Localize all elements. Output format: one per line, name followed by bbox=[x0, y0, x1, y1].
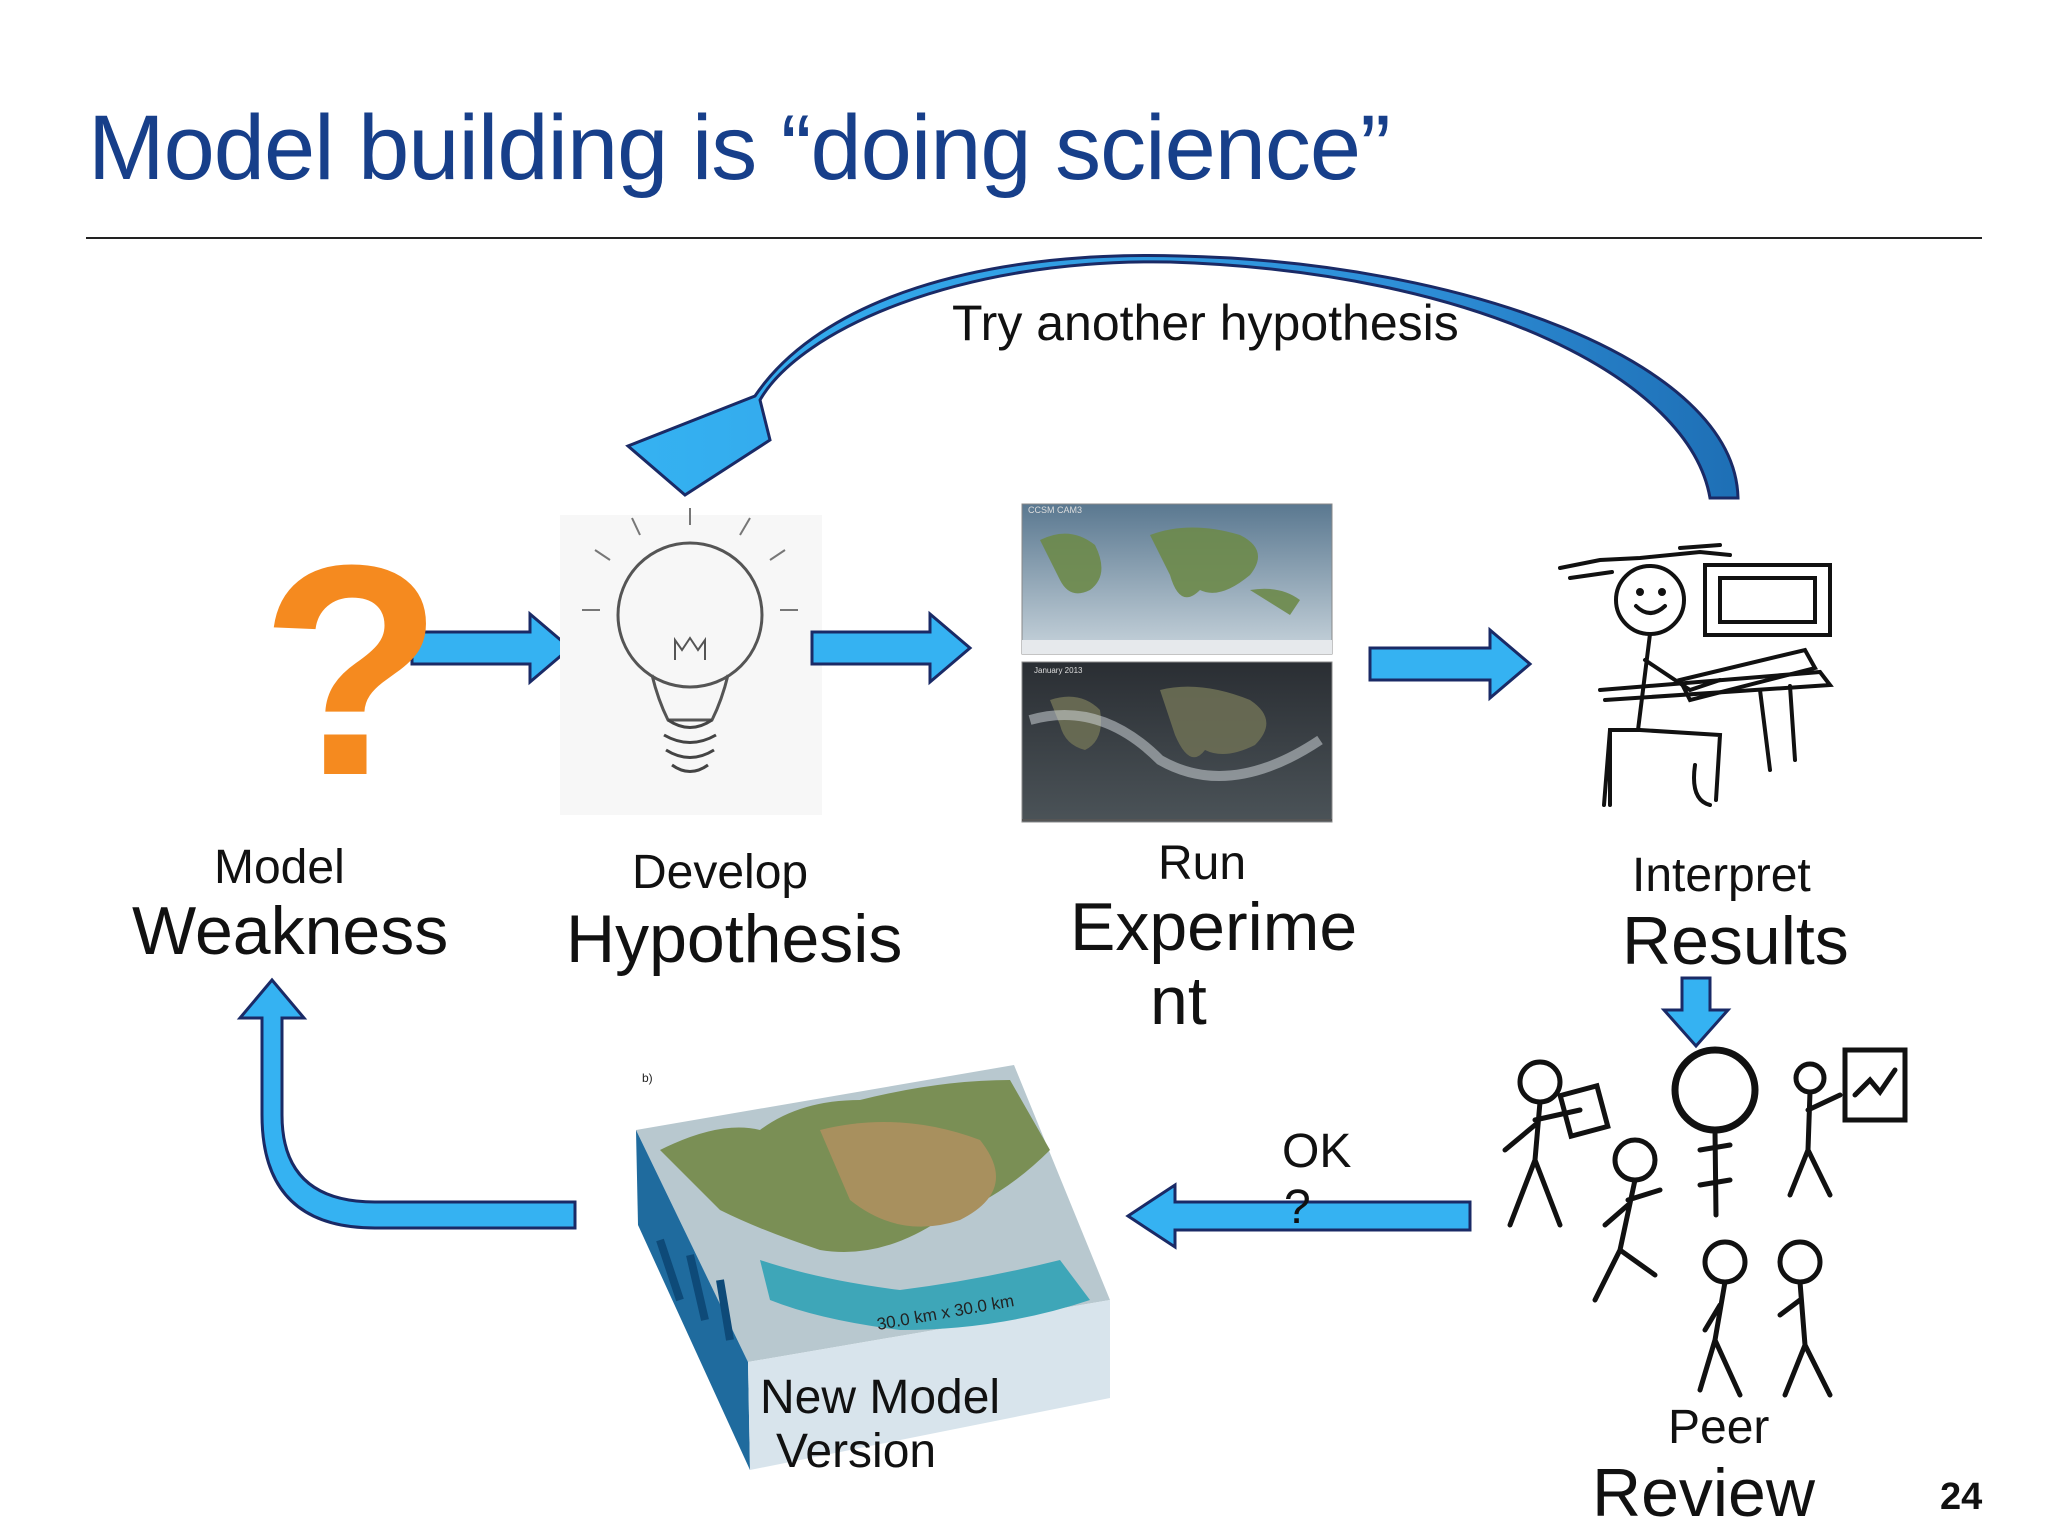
arrow-results-to-review bbox=[1660, 976, 1732, 1049]
results-top-label: Interpret bbox=[1632, 849, 1811, 902]
arrow-hypothesis-to-experiment bbox=[810, 610, 973, 686]
new-model-label-line2: Version bbox=[776, 1425, 937, 1478]
question-mark-icon: ? bbox=[260, 502, 444, 838]
new-model-label-line1: New Model bbox=[760, 1371, 1001, 1424]
arrow-new-model-to-weakness bbox=[236, 977, 577, 1230]
lightbulb-icon bbox=[560, 508, 822, 815]
review-label: Review bbox=[1592, 1455, 1815, 1531]
weakness-top-label: Model bbox=[214, 841, 345, 894]
results-label: Results bbox=[1622, 903, 1849, 979]
ok-label-line1: OK bbox=[1282, 1125, 1352, 1178]
experiment-top-label: Run bbox=[1158, 837, 1247, 890]
regional-model-terrain: b) 30.0 km x 30.0 km bbox=[636, 1065, 1110, 1470]
ok-label-line2: ? bbox=[1284, 1181, 1311, 1234]
experiment-label-line2: nt bbox=[1150, 963, 1207, 1039]
arrow-review-to-new-model bbox=[1125, 1182, 1472, 1250]
hypothesis-top-label: Develop bbox=[632, 846, 809, 899]
bottom-map-label: January 2013 bbox=[1034, 666, 1083, 675]
slide-title: Model building is “doing science” bbox=[88, 97, 1391, 199]
title-divider bbox=[86, 237, 1982, 239]
climate-model-maps: CCSM CAM3 January 2013 bbox=[1021, 503, 1333, 823]
loop-label: Try another hypothesis bbox=[952, 295, 1459, 351]
panel-label: b) bbox=[642, 1071, 653, 1085]
weakness-label: Weakness bbox=[132, 893, 449, 969]
arrow-experiment-to-results bbox=[1368, 626, 1533, 702]
try-another-hypothesis-arrow bbox=[625, 254, 1740, 500]
peer-review-group-icon bbox=[1502, 1046, 1908, 1398]
review-top-label: Peer bbox=[1668, 1401, 1770, 1454]
arrow-weakness-to-hypothesis bbox=[410, 610, 573, 686]
page-number: 24 bbox=[1940, 1476, 1983, 1518]
experiment-label-line1: Experime bbox=[1070, 889, 1358, 965]
top-map-label: CCSM CAM3 bbox=[1028, 505, 1082, 515]
person-at-computer-icon bbox=[1558, 543, 1834, 807]
hypothesis-label: Hypothesis bbox=[566, 901, 903, 977]
